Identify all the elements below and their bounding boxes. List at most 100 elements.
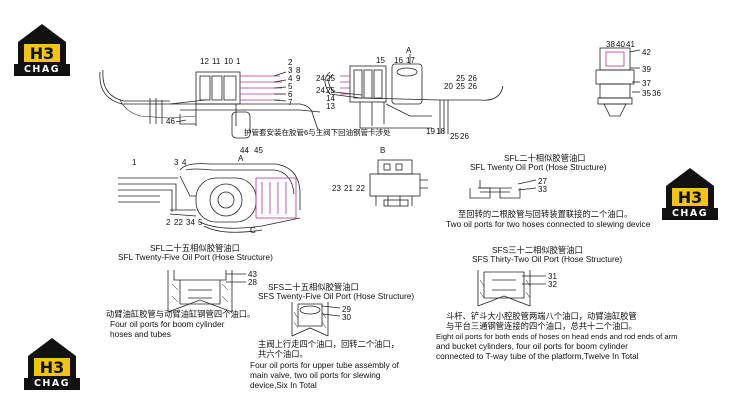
callout-31: 31 bbox=[548, 272, 557, 281]
sfl-twentyfive-desc-en-2: hoses and tubes bbox=[110, 329, 171, 339]
callout-17: 17 bbox=[406, 56, 415, 65]
sfs-twentyfive-desc-en-3: device,Six In Total bbox=[250, 380, 317, 390]
callout-26-top: 26 bbox=[468, 74, 477, 83]
callout-25-b: 25 bbox=[326, 86, 335, 95]
svg-text:H3: H3 bbox=[30, 44, 55, 63]
logo-mark-icon: H3 bbox=[18, 24, 66, 66]
sfl-twenty-title-cn: SFL二十相似胶管油口 bbox=[504, 153, 586, 163]
callout-5-lower: 5 bbox=[198, 218, 203, 227]
top-middle-assembly bbox=[324, 54, 504, 134]
callout-35: 35 bbox=[642, 89, 651, 98]
callout-36: 36 bbox=[652, 89, 661, 98]
callout-7: 7 bbox=[288, 98, 293, 107]
callout-2: 2 bbox=[288, 58, 293, 67]
callout-9: 9 bbox=[296, 74, 301, 83]
hose-sleeve-note: 护管套安装在胶管6与主阀下回油钢管卡涉处 bbox=[244, 128, 391, 137]
sfs-twentyfive-desc-en-2: main valve, two oil ports for slewing bbox=[250, 370, 381, 380]
callout-24-b: 24 bbox=[316, 86, 325, 95]
callout-11: 11 bbox=[212, 57, 221, 66]
callout-5: 5 bbox=[288, 82, 293, 91]
logo-wordbar bbox=[24, 378, 80, 390]
sfs-thirtytwo-desc-en-1: Eight oil ports for both ends of hoses o… bbox=[436, 332, 678, 341]
callout-20: 20 bbox=[444, 82, 453, 91]
sfs-twentyfive-title-cn: SFS二十五相似胶管油口 bbox=[268, 282, 359, 292]
logo-wordbar bbox=[14, 64, 70, 76]
svg-text:H3: H3 bbox=[40, 358, 65, 377]
callout-33: 33 bbox=[538, 185, 547, 194]
sfs-thirtytwo-desc-cn-1: 斗杆、铲斗大小腔胶管两端八个油口，动臂油缸胶管 bbox=[446, 311, 637, 321]
callout-29: 29 bbox=[342, 305, 351, 314]
callout-A: A bbox=[406, 46, 412, 55]
logo-top-left: H3 CHAG bbox=[14, 20, 70, 76]
sfs-twentyfive-section bbox=[291, 302, 341, 337]
sfs-twentyfive-desc-en-1: Four oil ports for upper tube assembly o… bbox=[250, 360, 399, 370]
callout-8: 8 bbox=[296, 66, 301, 75]
logo-wordbar bbox=[662, 208, 718, 220]
sfl-twentyfive-section bbox=[167, 270, 246, 313]
callout-12: 12 bbox=[200, 57, 209, 66]
callout-6: 6 bbox=[288, 90, 293, 99]
callout-18: 18 bbox=[436, 127, 445, 136]
callout-43: 43 bbox=[248, 270, 257, 279]
callout-14: 14 bbox=[326, 94, 335, 103]
callout-44: 44 bbox=[240, 146, 249, 155]
sfl-twenty-title-en: SFL Twenty Oil Port (Hose Structure) bbox=[470, 162, 607, 172]
callout-2-lower: 2 bbox=[166, 218, 171, 227]
callout-34-lower: 34 bbox=[186, 218, 195, 227]
top-left-assembly bbox=[99, 69, 321, 139]
logo-mark-icon: H3 bbox=[28, 338, 76, 380]
callout-4: 4 bbox=[288, 74, 293, 83]
callout-A-lower: A bbox=[238, 154, 244, 163]
callout-25-a: 25 bbox=[326, 74, 335, 83]
callout-30: 30 bbox=[342, 313, 351, 322]
logo-word: CHAG bbox=[671, 208, 709, 219]
callout-45: 45 bbox=[254, 146, 263, 155]
callout-28: 28 bbox=[248, 278, 257, 287]
callout-1: 1 bbox=[236, 57, 241, 66]
callout-15: 15 bbox=[376, 56, 385, 65]
callout-4-lower: 4 bbox=[182, 158, 187, 167]
sfl-twentyfive-title-cn: SFL二十五相似胶管油口 bbox=[150, 243, 240, 253]
callout-39: 39 bbox=[642, 65, 651, 74]
callout-27: 27 bbox=[538, 177, 547, 186]
sfl-twenty-desc-cn: 至回转的二根胶管与回转装置联接的二个油口。 bbox=[458, 209, 633, 219]
sfs-thirtytwo-desc-en-3: connected to T-way tube of the platform,… bbox=[436, 351, 639, 361]
middle-left-assembly bbox=[118, 163, 301, 233]
callout-13: 13 bbox=[326, 102, 335, 111]
sfs-thirtytwo-title-en: SFS Thirty-Two Oil Port (Hose Structure) bbox=[472, 254, 623, 264]
sfs-twentyfive-desc-cn-1: 主阀上行走四个油口，回转二个油口， bbox=[258, 339, 400, 349]
callout-40: 40 bbox=[616, 40, 625, 49]
svg-text:H3: H3 bbox=[678, 188, 703, 207]
sfl-twenty-section bbox=[469, 179, 537, 199]
sfl-twentyfive-desc-cn: 动臂油缸胶管与动臂油缸钢管四个油口。 bbox=[106, 309, 256, 319]
callout-32: 32 bbox=[548, 280, 557, 289]
sfs-thirtytwo-title-cn: SFS三十二相似胶管油口 bbox=[492, 245, 583, 255]
logo-word: CHAG bbox=[33, 378, 71, 389]
sfs-thirtytwo-desc-cn-2: 与平台三通钢管连接的四个油口，总共十二个油口。 bbox=[446, 321, 637, 331]
callout-1-lower: 1 bbox=[132, 158, 137, 167]
callout-23: 23 bbox=[332, 184, 341, 193]
callout-10: 10 bbox=[224, 57, 233, 66]
callout-3-lower: 3 bbox=[174, 158, 179, 167]
logo-word: CHAG bbox=[23, 64, 61, 75]
logo-mark-icon: H3 bbox=[666, 168, 714, 210]
sfs-thirtytwo-section bbox=[477, 270, 546, 307]
callout-46: 46 bbox=[166, 117, 175, 126]
callout-41: 41 bbox=[626, 40, 635, 49]
callout-16: 16 bbox=[394, 56, 403, 65]
top-right-assembly bbox=[595, 47, 641, 117]
sfs-twentyfive-title-en: SFS Twenty-Five Oil Port (Hose Structure… bbox=[258, 291, 415, 301]
callout-3: 3 bbox=[288, 66, 293, 75]
callout-26-d: 26 bbox=[460, 132, 469, 141]
callout-25-c: 25 bbox=[456, 82, 465, 91]
callout-22-lower: 22 bbox=[174, 218, 183, 227]
sfs-thirtytwo-desc-en-2: and bucket cylinders, four oil ports for… bbox=[436, 341, 628, 351]
callout-C: C bbox=[250, 226, 256, 235]
callout-24-a: 24 bbox=[316, 74, 325, 83]
callout-21: 21 bbox=[344, 184, 353, 193]
sfl-twentyfive-desc-en-1: Four oil ports for boom cylinder bbox=[110, 319, 225, 329]
sfl-twentyfive-title-en: SFL Twenty-Five Oil Port (Hose Structure… bbox=[118, 252, 273, 262]
callout-42: 42 bbox=[642, 48, 651, 57]
callout-38: 38 bbox=[606, 40, 615, 49]
